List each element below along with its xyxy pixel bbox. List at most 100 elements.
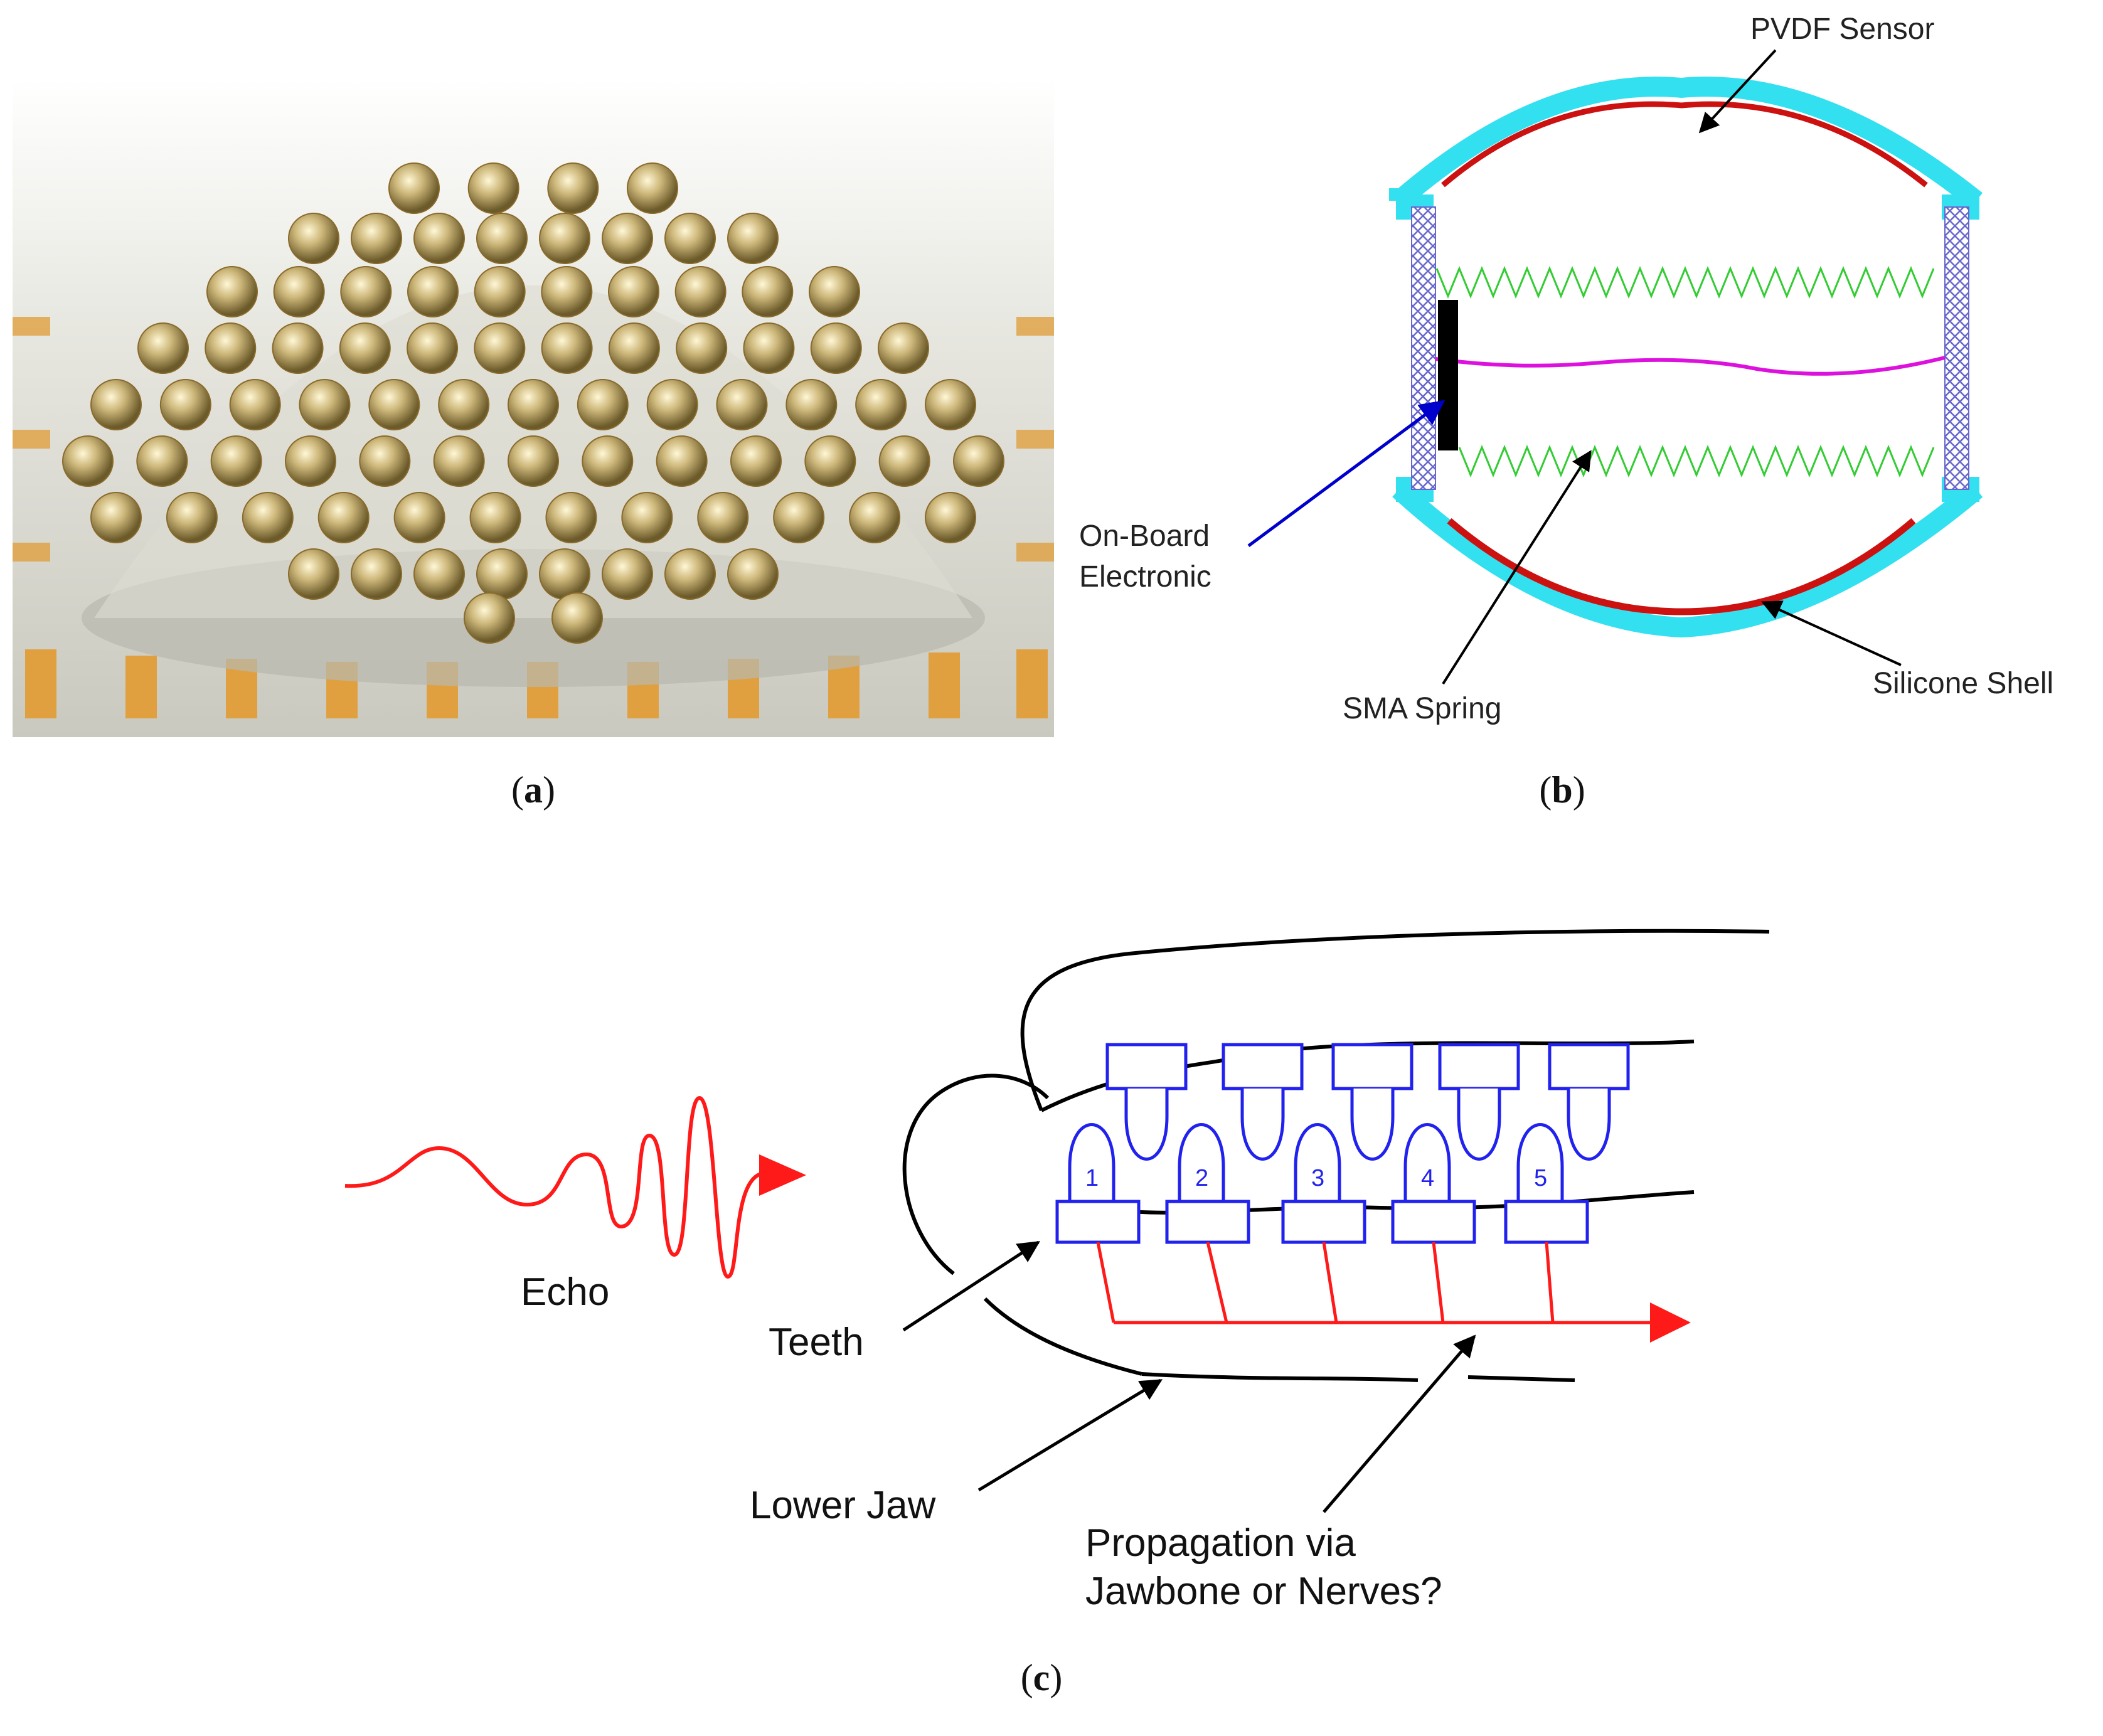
arrow-sma-spring	[1442, 450, 1592, 685]
lens	[545, 492, 597, 543]
tooth-number-4: 4	[1421, 1165, 1434, 1191]
lens	[351, 548, 402, 600]
label-pvdf-sensor: PVDF Sensor	[1750, 13, 1934, 46]
lens	[285, 435, 336, 487]
lens	[608, 266, 659, 317]
lens	[508, 379, 559, 430]
lens	[925, 492, 976, 543]
arrow-silicone-shell	[1761, 600, 1902, 666]
lens	[727, 213, 779, 264]
lens	[809, 266, 860, 317]
lens	[539, 548, 590, 600]
lens	[90, 379, 142, 430]
lens	[474, 322, 526, 374]
lens	[551, 592, 603, 644]
lens	[159, 379, 211, 430]
lens	[205, 322, 257, 374]
arrow-on-board	[1247, 400, 1445, 548]
upper-teeth	[1105, 1043, 1630, 1161]
tooth-number-5: 5	[1534, 1165, 1547, 1191]
panel-a-photo	[13, 78, 1054, 737]
lens	[407, 322, 459, 374]
lens	[407, 266, 459, 317]
lens	[676, 322, 728, 374]
lens	[716, 379, 768, 430]
lens	[299, 379, 351, 430]
lens	[849, 492, 901, 543]
label-sma-spring: SMA Spring	[1343, 692, 1501, 725]
lens	[413, 213, 465, 264]
lens	[547, 162, 599, 214]
pvdf-sensor-bottom	[1447, 518, 1916, 615]
lens	[878, 322, 929, 374]
lens	[508, 435, 559, 487]
lens	[469, 492, 521, 543]
lens	[656, 435, 708, 487]
tooth-number-1: 1	[1085, 1165, 1099, 1191]
sensor-cross-section: PVDF Sensor On-Board Electronic SMA Spri…	[1079, 13, 2053, 725]
propagation-arrowhead	[1650, 1302, 1691, 1343]
echo-wave	[344, 1095, 778, 1279]
lens	[608, 322, 660, 374]
propagation-lines	[1096, 1242, 1656, 1324]
lens	[925, 379, 976, 430]
label-propagation-1: Propagation via	[1085, 1521, 1356, 1565]
panel-c-diagram: Echo	[0, 878, 2103, 1669]
pvdf-sensor-top	[1441, 101, 1928, 188]
lens	[697, 492, 749, 543]
lens	[166, 492, 218, 543]
lens	[476, 213, 528, 264]
lens	[272, 322, 324, 374]
lower-jaw-outline	[983, 1297, 1142, 1376]
lens	[773, 492, 825, 543]
tooth-number-2: 2	[1195, 1165, 1208, 1191]
label-silicone-shell: Silicone Shell	[1873, 667, 2053, 700]
lens	[785, 379, 838, 430]
lens	[539, 213, 590, 264]
lens	[810, 322, 862, 374]
label-teeth: Teeth	[769, 1321, 864, 1364]
lens	[953, 435, 1004, 487]
label-echo: Echo	[521, 1270, 609, 1314]
lens	[664, 213, 716, 264]
lens	[438, 379, 490, 430]
lip-curl	[902, 1073, 1050, 1275]
lens	[210, 435, 262, 487]
arrow-pvdf-sensor	[1698, 49, 1777, 134]
sma-wire	[1435, 356, 1946, 376]
lens	[621, 492, 673, 543]
lens	[602, 548, 653, 600]
lens	[206, 266, 258, 317]
lens	[674, 266, 727, 317]
lens	[804, 435, 856, 487]
lens	[646, 379, 698, 430]
lower-teeth	[1055, 1123, 1589, 1244]
lens	[878, 435, 930, 487]
lens	[137, 322, 189, 374]
lens	[743, 322, 795, 374]
lens	[467, 162, 519, 214]
arrow-propagation	[1323, 1334, 1476, 1513]
lens	[288, 548, 339, 600]
lens	[62, 435, 114, 487]
dome-lens-array-image	[13, 78, 1054, 737]
lens	[476, 548, 528, 600]
panel-b-schematic: PVDF Sensor On-Board Electronic SMA Spri…	[1067, 0, 2102, 740]
lower-jaw-tail	[1467, 1375, 1575, 1382]
lens	[288, 213, 339, 264]
on-board-electronics	[1438, 300, 1458, 450]
caption-b: (b)	[1539, 769, 1585, 811]
caption-a: (a)	[511, 769, 555, 811]
lens	[242, 492, 294, 543]
lens	[464, 592, 515, 644]
lower-jaw-base	[1141, 1372, 1419, 1382]
lens	[340, 266, 392, 317]
lens	[727, 548, 779, 600]
lens	[541, 266, 593, 317]
silicone-shell-bottom	[1392, 477, 1983, 638]
lens	[627, 162, 678, 214]
lens	[474, 266, 526, 317]
label-on-board-1: On-Board	[1079, 519, 1210, 553]
lens	[317, 492, 370, 543]
lens	[273, 266, 325, 317]
